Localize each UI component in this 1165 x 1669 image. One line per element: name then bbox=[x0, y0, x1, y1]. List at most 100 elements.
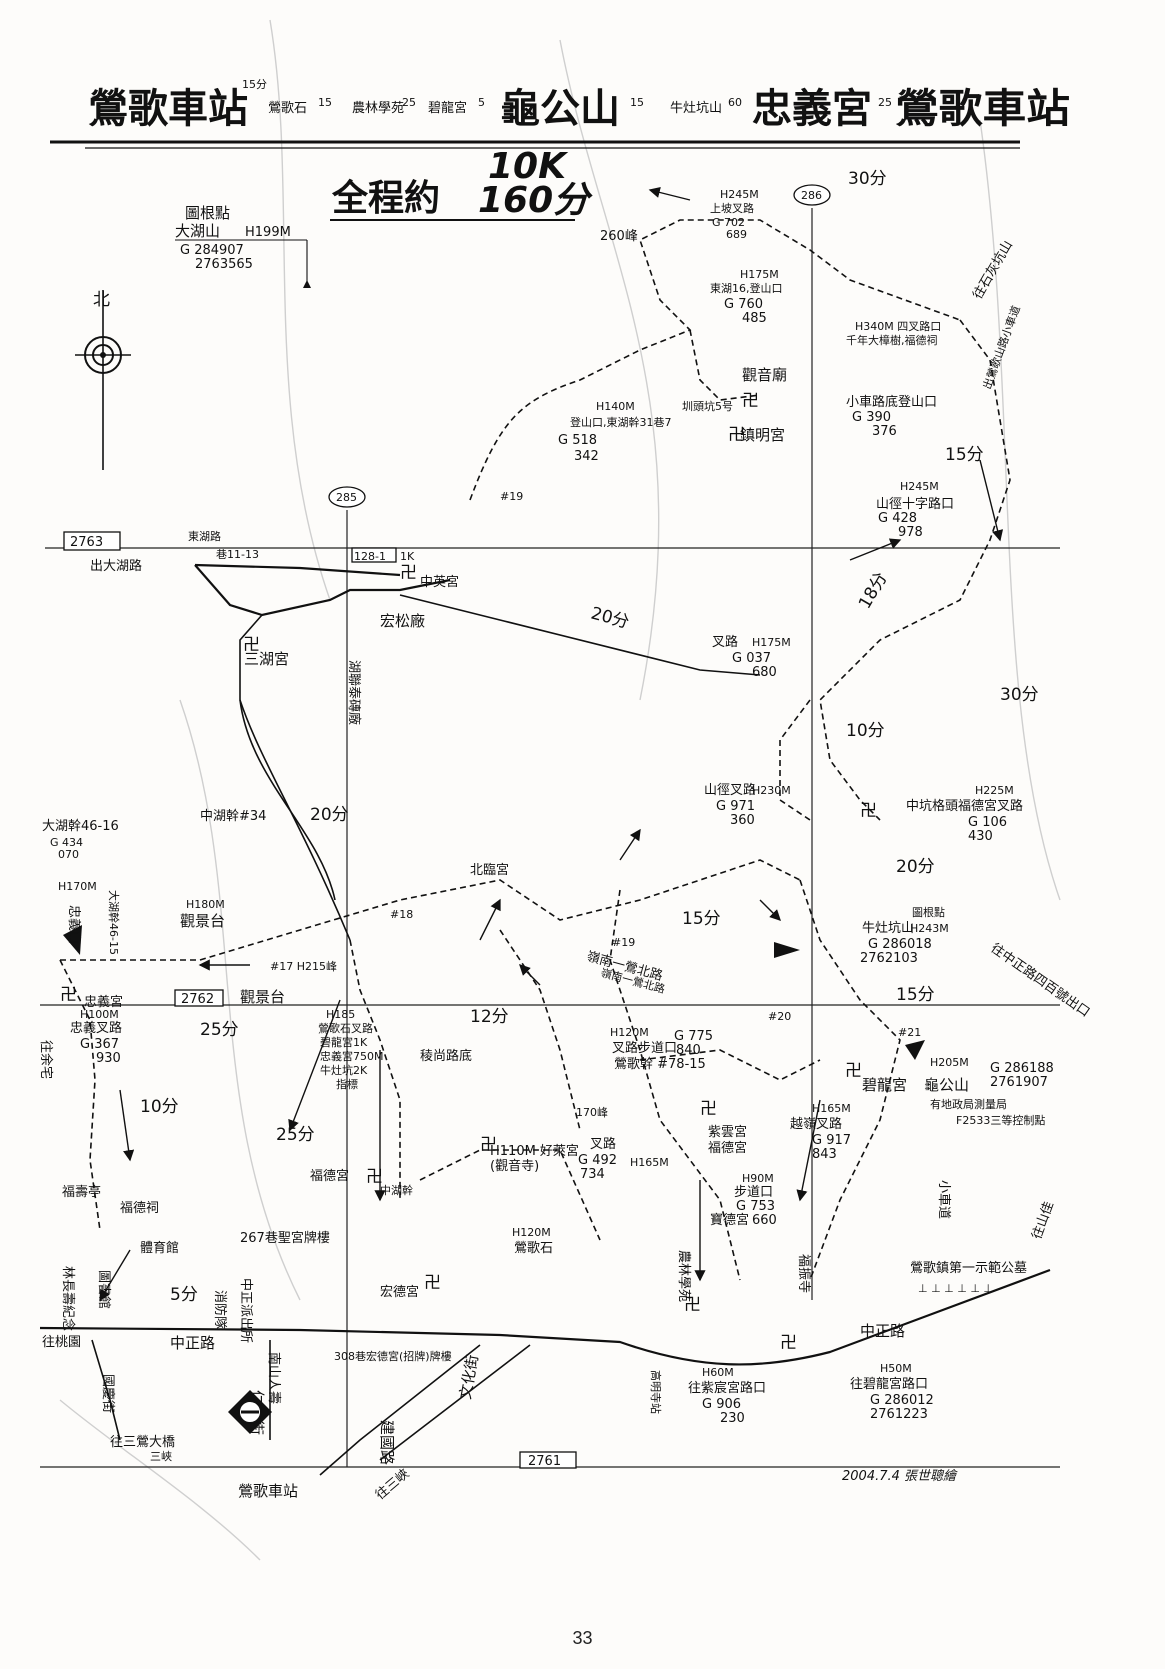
svg-text:286: 286 bbox=[801, 189, 822, 202]
north-label: 北 bbox=[93, 290, 110, 310]
svg-text:230: 230 bbox=[720, 1411, 745, 1426]
svg-text:觀音廟: 觀音廟 bbox=[742, 366, 787, 384]
svg-text:巷11-13: 巷11-13 bbox=[216, 548, 259, 561]
svg-text:15分: 15分 bbox=[682, 909, 721, 929]
svg-text:觀景台: 觀景台 bbox=[240, 988, 285, 1006]
svg-text:H205M: H205M bbox=[930, 1056, 969, 1069]
svg-text:H185: H185 bbox=[326, 1008, 355, 1021]
peak-flags bbox=[63, 925, 925, 1060]
svg-text:福振寺: 福振寺 bbox=[796, 1254, 811, 1293]
niuzaokeng-peak-flag-icon bbox=[774, 942, 800, 958]
svg-text:20分: 20分 bbox=[896, 857, 935, 877]
svg-text:30分: 30分 bbox=[848, 169, 887, 189]
svg-text:卍: 卍 bbox=[684, 1295, 701, 1315]
svg-text:15分: 15分 bbox=[945, 445, 984, 465]
svg-text:25: 25 bbox=[878, 96, 892, 109]
svg-text:上坡叉路: 上坡叉路 bbox=[710, 202, 754, 215]
svg-text:紫雲宮: 紫雲宮 bbox=[708, 1124, 747, 1140]
svg-text:忠義叉路: 忠義叉路 bbox=[70, 1020, 122, 1036]
svg-text:H165M: H165M bbox=[630, 1156, 669, 1169]
svg-text:牛灶坑山: 牛灶坑山 bbox=[670, 101, 722, 116]
svg-text:H90M: H90M bbox=[742, 1172, 774, 1185]
svg-text:30分: 30分 bbox=[1000, 685, 1039, 705]
svg-text:G 518: G 518 bbox=[558, 433, 597, 448]
cemetery-markers: ⊥ ⊥ ⊥ ⊥ ⊥ ⊥ bbox=[918, 1282, 993, 1295]
svg-text:叉路: 叉路 bbox=[590, 1136, 616, 1152]
svg-text:中正派出所: 中正派出所 bbox=[238, 1278, 253, 1343]
svg-text:660: 660 bbox=[752, 1213, 777, 1228]
svg-text:千年大樟樹,福德祠: 千年大樟樹,福德祠 bbox=[846, 333, 938, 347]
svg-text:25: 25 bbox=[402, 96, 416, 109]
trails bbox=[59, 219, 1011, 1281]
svg-text:25分: 25分 bbox=[276, 1125, 315, 1145]
svg-text:2763: 2763 bbox=[70, 535, 103, 550]
svg-text:卍: 卍 bbox=[366, 1167, 383, 1187]
svg-text:卍: 卍 bbox=[700, 1099, 717, 1119]
svg-text:叉路: 叉路 bbox=[712, 634, 738, 650]
svg-text:10分: 10分 bbox=[846, 721, 885, 741]
svg-text:H245M: H245M bbox=[720, 188, 759, 201]
svg-text:G 971: G 971 bbox=[716, 799, 755, 814]
svg-text:H180M: H180M bbox=[186, 898, 225, 911]
svg-text:卍: 卍 bbox=[60, 985, 77, 1005]
svg-text:大湖山: 大湖山 bbox=[175, 222, 220, 240]
svg-text:小車道: 小車道 bbox=[936, 1180, 951, 1219]
background-traces bbox=[59, 19, 1061, 1561]
svg-text:#18: #18 bbox=[390, 908, 413, 921]
svg-text:H225M: H225M bbox=[975, 784, 1014, 797]
svg-text:G 906: G 906 bbox=[702, 1397, 741, 1412]
svg-text:#17 H215峰: #17 H215峰 bbox=[270, 960, 337, 973]
svg-text:10分: 10分 bbox=[140, 1097, 179, 1117]
guigong-peak-flag-icon bbox=[905, 1040, 925, 1060]
svg-text:忠義宮750M: 忠義宮750M bbox=[320, 1049, 384, 1063]
svg-text:20分: 20分 bbox=[310, 805, 349, 825]
labels-town: 福壽亭 福德祠 體育館 林長壽紀念 圖書館 5分 消防隊 中正派出所 往桃園 中… bbox=[42, 1184, 958, 1503]
svg-text:牛灶坑2K: 牛灶坑2K bbox=[320, 1063, 368, 1077]
svg-text:20分: 20分 bbox=[589, 604, 632, 633]
svg-text:鶯歌幹 #78-15: 鶯歌幹 #78-15 bbox=[614, 1056, 706, 1072]
svg-text:觀景台: 觀景台 bbox=[180, 912, 225, 930]
svg-text:G 286188: G 286188 bbox=[990, 1061, 1054, 1076]
svg-text:往中正路四百號出口: 往中正路四百號出口 bbox=[988, 940, 1093, 1020]
svg-text:圖書館: 圖書館 bbox=[96, 1270, 111, 1309]
svg-text:農林學苑: 農林學苑 bbox=[352, 101, 404, 116]
svg-text:H170M: H170M bbox=[58, 880, 97, 893]
svg-text:出大湖路: 出大湖路 bbox=[90, 558, 142, 574]
svg-text:60: 60 bbox=[728, 96, 742, 109]
svg-text:H140M: H140M bbox=[596, 400, 635, 413]
svg-text:中英宮: 中英宮 bbox=[420, 574, 459, 590]
svg-text:往三峽: 往三峽 bbox=[373, 1466, 413, 1503]
svg-text:卍: 卍 bbox=[728, 425, 745, 445]
svg-text:H165M: H165M bbox=[812, 1102, 851, 1115]
svg-text:往余宅: 往余宅 bbox=[38, 1040, 54, 1079]
labels-lower: 忠義宮 H100M 忠義叉路 G 367 930 往余宅 25分 10分 H18… bbox=[38, 994, 1057, 1302]
temple-icons: 卍 卍 卍 卍 卍 卍 卍 卍 卍 卍 卍 卍 卍 bbox=[60, 391, 877, 1353]
svg-text:F2533三等控制點: F2533三等控制點 bbox=[956, 1113, 1045, 1127]
svg-text:G 917: G 917 bbox=[812, 1133, 851, 1148]
svg-text:圖根點: 圖根點 bbox=[185, 204, 230, 222]
svg-text:卍: 卍 bbox=[845, 1061, 862, 1081]
svg-text:山徑叉路: 山徑叉路 bbox=[704, 782, 756, 798]
svg-text:消防隊: 消防隊 bbox=[212, 1290, 228, 1329]
svg-text:H175M: H175M bbox=[740, 268, 779, 281]
svg-text:福壽亭: 福壽亭 bbox=[62, 1184, 101, 1200]
svg-text:往桃園: 往桃園 bbox=[42, 1335, 81, 1350]
svg-text:東湖16,登山口: 東湖16,登山口 bbox=[710, 281, 783, 295]
svg-text:2762: 2762 bbox=[181, 992, 214, 1007]
svg-text:12分: 12分 bbox=[470, 1007, 509, 1027]
svg-text:15分: 15分 bbox=[242, 78, 267, 91]
zhongyi-peak-flag-icon bbox=[63, 925, 82, 955]
svg-text:930: 930 bbox=[96, 1051, 121, 1066]
svg-text:843: 843 bbox=[812, 1147, 837, 1162]
svg-text:全程約: 全程約 bbox=[331, 177, 440, 219]
title-block: 鶯歌車站 15分 鶯歌石 15 農林學苑 25 碧龍宮 5 龜公山 15 牛灶坑… bbox=[50, 78, 1070, 149]
svg-text:2761223: 2761223 bbox=[870, 1407, 928, 1422]
svg-text:G 106: G 106 bbox=[968, 815, 1007, 830]
svg-text:牛灶坑山: 牛灶坑山 bbox=[862, 921, 914, 936]
svg-text:H110M 好萊宮: H110M 好萊宮 bbox=[490, 1143, 579, 1159]
svg-text:267巷聖宮牌樓: 267巷聖宮牌樓 bbox=[240, 1230, 330, 1246]
svg-text:128-1: 128-1 bbox=[354, 550, 386, 563]
svg-text:15: 15 bbox=[318, 96, 332, 109]
svg-text:國慶街: 國慶街 bbox=[100, 1374, 115, 1413]
